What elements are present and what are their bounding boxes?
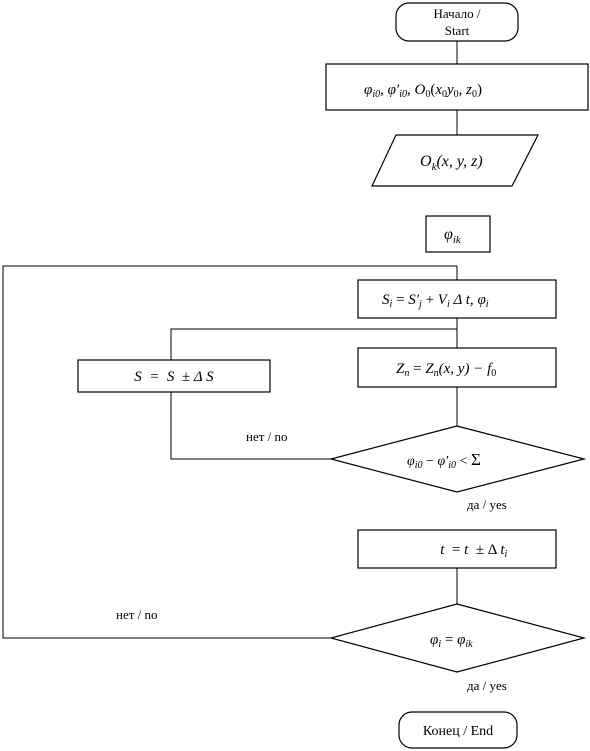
decision1-no-line [170,392,331,460]
connectors [2,41,458,639]
phi-ik-box: φik [425,215,491,253]
t-update-box: t = t ± Δ ti [357,529,557,569]
decision1-no-label: нет / no [246,429,288,444]
outer-loop-line [2,265,457,639]
s-adjust-box: S = S ± Δ S [77,359,271,393]
s-update-box: Si = S′j + Vi Δ t, φi [357,279,557,319]
input-formula: Ok(x, y, z) [420,153,483,173]
init-formula: φi0, φ′i0, O0(x0y0, z0) [364,82,482,100]
phi-ik-label: φik [444,226,462,246]
end-terminal: Конец / End [398,711,518,749]
input-parallelogram: Ok(x, y, z) [371,134,539,187]
decision2-yes-label: да / yes [467,678,507,693]
decision2-formula: φi = φik [430,632,473,650]
z-calc-box: Zn = Zn(x, y) − f0 [357,347,557,388]
init-process-box: φi0, φ′i0, O0(x0y0, z0) [325,63,589,111]
decision1-diamond: φi0 − φ′i0 < Σ [328,425,587,493]
start-label-line2: Start [445,23,470,38]
decision2-no-label: нет / no [116,607,158,622]
z-calc-formula: Zn = Zn(x, y) − f0 [396,361,496,379]
end-label: Конец / End [423,724,493,739]
start-label-line1: Начало / [434,6,481,21]
decision2-diamond: φi = φik [328,603,587,673]
decision1-yes-label: да / yes [467,497,507,512]
t-update-formula: t = t ± Δ ti [414,542,526,561]
start-terminal: Начало / Start [395,2,519,42]
s-update-formula: Si = S′j + Vi Δ t, φi [382,292,489,310]
s-adjust-formula: S = S ± Δ S [134,369,214,385]
decision1-formula: φi0 − φ′i0 < Σ [407,450,481,471]
